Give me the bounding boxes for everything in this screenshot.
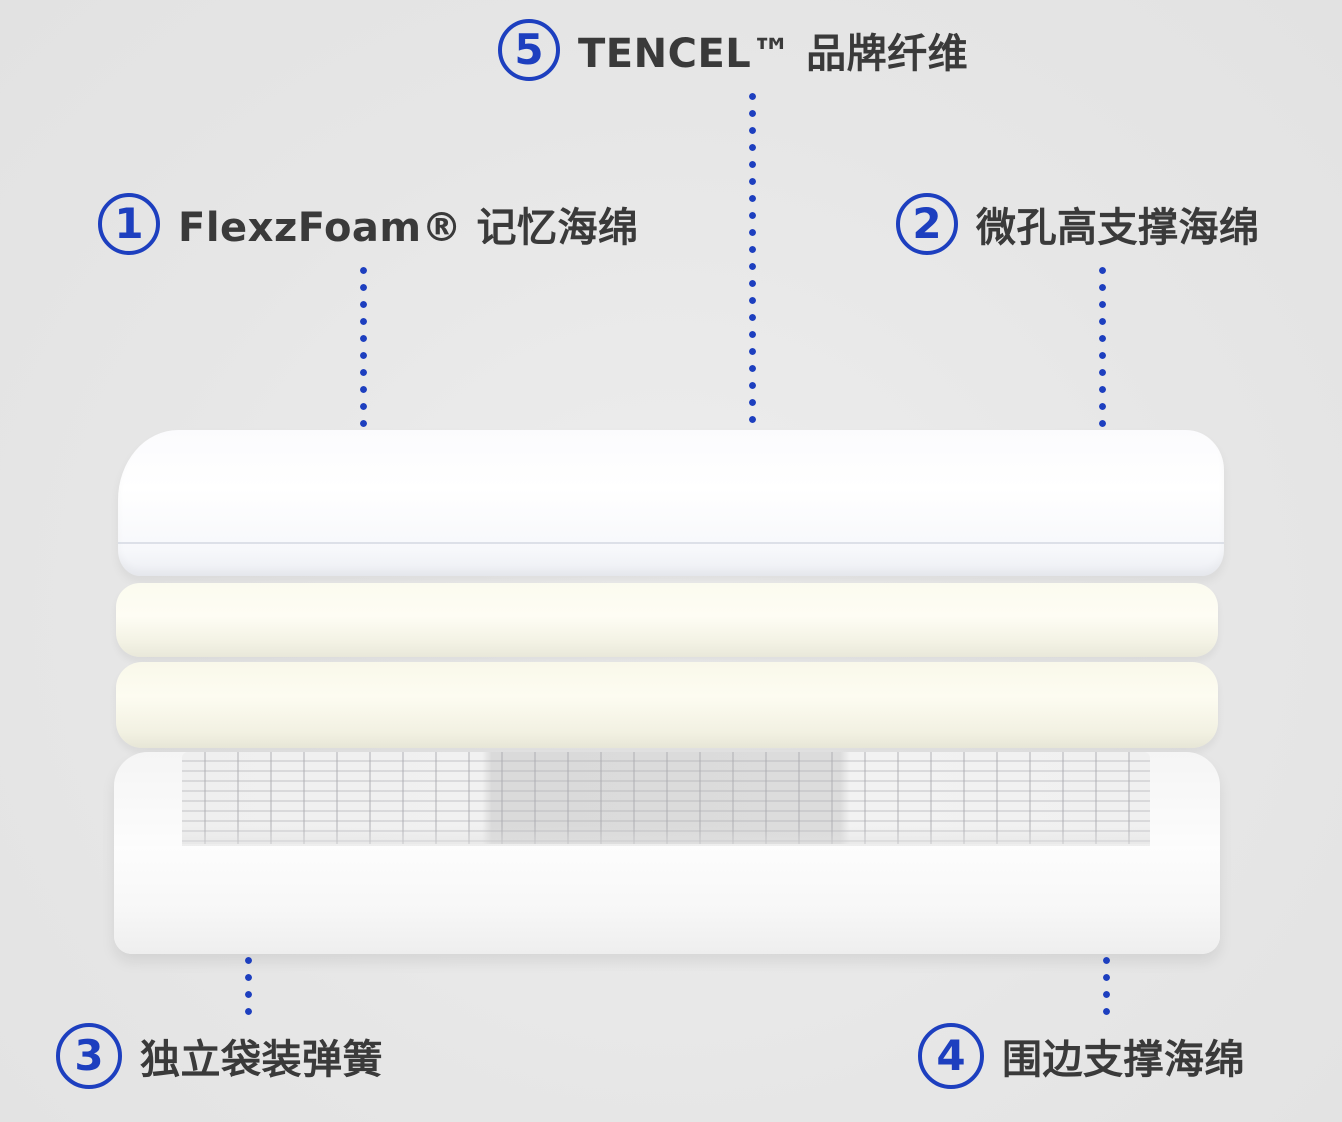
number-badge-2: 2 [896, 193, 958, 255]
label-text-2: 微孔高支撑海绵 [976, 205, 1260, 251]
label-text-1: FlexzFoam® 记忆海绵 [178, 205, 639, 251]
label-text-5: TENCEL™ 品牌纤维 [578, 31, 969, 77]
dotted-leader-2 [1099, 262, 1106, 430]
label-micropore-foam: 2 微孔高支撑海绵 [896, 188, 1260, 260]
label-text-3: 独立袋装弹簧 [140, 1037, 383, 1083]
dotted-leader-1 [360, 262, 367, 430]
number-badge-5: 5 [498, 19, 560, 81]
dotted-leader-4 [1103, 952, 1110, 1022]
label-text-4: 围边支撑海绵 [1002, 1037, 1245, 1083]
number-badge-4: 4 [918, 1023, 984, 1089]
label-edge-support: 4 围边支撑海绵 [918, 1020, 1245, 1092]
label-tencel-fiber: 5 TENCEL™ 品牌纤维 [498, 14, 968, 86]
support-foam-layer [116, 662, 1218, 748]
label-flexzfoam: 1 FlexzFoam® 记忆海绵 [98, 188, 639, 260]
label-pocket-springs: 3 独立袋装弹簧 [56, 1020, 383, 1092]
number-badge-3: 3 [56, 1023, 122, 1089]
dotted-leader-5 [749, 88, 756, 430]
tencel-cover-layer [118, 430, 1224, 576]
edge-support-foam [114, 846, 1220, 954]
memory-foam-layer [116, 583, 1218, 657]
springs-shadow [182, 826, 1150, 846]
number-badge-1: 1 [98, 193, 160, 255]
dotted-leader-3 [245, 952, 252, 1022]
